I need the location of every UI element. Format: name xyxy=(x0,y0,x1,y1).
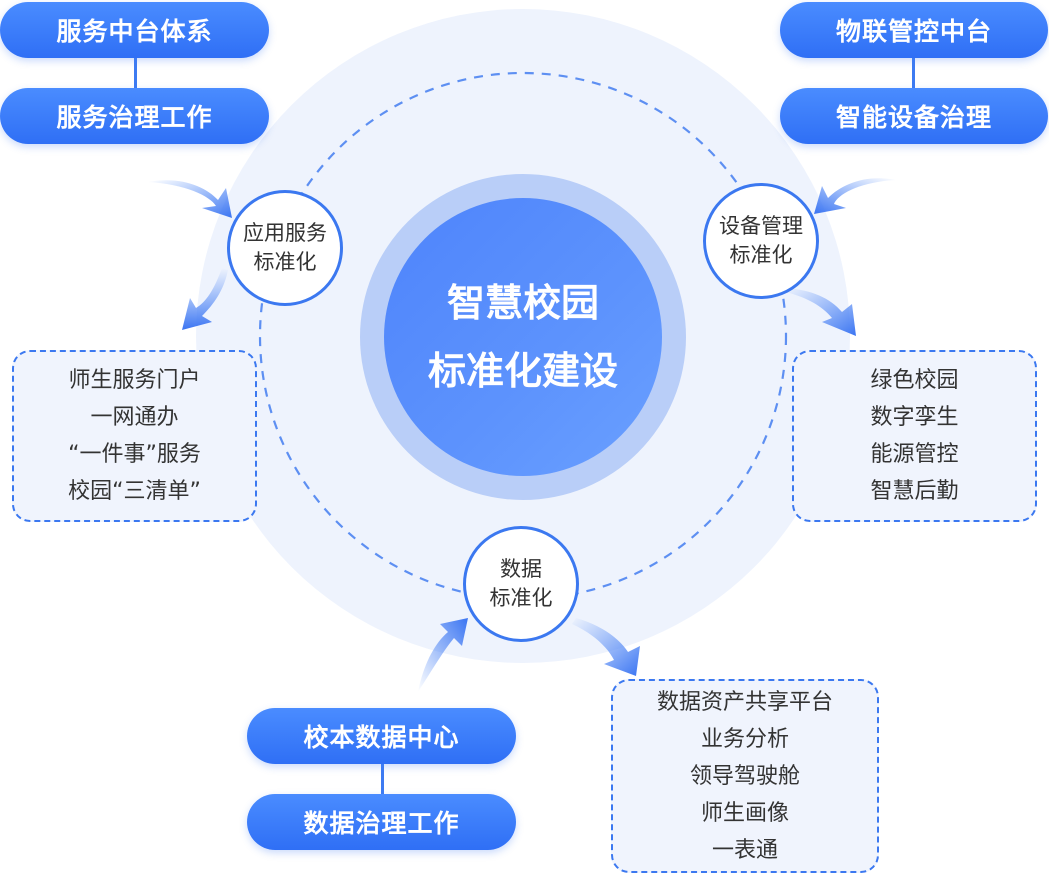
pill-connector xyxy=(381,764,384,794)
list-item: 领导驾驶舱 xyxy=(689,763,800,789)
node-label-line2: 标准化 xyxy=(253,250,317,274)
list-item: 绿色校园 xyxy=(870,368,959,393)
pill-school-data-center: 校本数据中心 xyxy=(247,708,516,764)
node-data-standardization: 数据 标准化 xyxy=(463,526,579,642)
list-item: 业务分析 xyxy=(700,726,789,752)
node-label-line2: 标准化 xyxy=(729,243,793,267)
pill-iot-control-platform: 物联管控中台 xyxy=(780,2,1048,58)
arrow-to-right-list xyxy=(786,288,856,336)
center-circle: 智慧校园 标准化建设 xyxy=(384,198,662,476)
list-item: 校园“三清单” xyxy=(68,479,201,504)
node-label-line1: 设备管理 xyxy=(719,214,803,238)
arrow-to-device-node xyxy=(814,178,896,214)
list-app-services: 师生服务门户 一网通办 “一件事”服务 校园“三清单” xyxy=(12,350,257,522)
node-device-management-standardization: 设备管理 标准化 xyxy=(703,183,819,299)
pill-smart-device-governance: 智能设备治理 xyxy=(780,88,1048,144)
pill-connector xyxy=(912,58,915,88)
arrow-to-left-list xyxy=(182,268,228,330)
arrow-to-bottom-list xyxy=(572,618,640,676)
list-item: “一件事”服务 xyxy=(68,442,201,467)
arrow-to-app-service xyxy=(148,180,232,218)
node-label-line1: 数据 xyxy=(500,557,542,581)
center-title-line2: 标准化建设 xyxy=(427,349,618,393)
arrow-to-data-node xyxy=(418,618,468,692)
list-item: 数据资产共享平台 xyxy=(656,689,833,715)
pill-connector xyxy=(134,58,137,88)
list-item: 数字孪生 xyxy=(870,405,959,430)
pill-service-governance: 服务治理工作 xyxy=(0,88,269,144)
node-label-line2: 标准化 xyxy=(489,586,553,610)
list-item: 能源管控 xyxy=(870,442,959,467)
node-label-line1: 应用服务 xyxy=(243,221,327,245)
pill-service-platform-system: 服务中台体系 xyxy=(0,2,269,58)
center-title-line1: 智慧校园 xyxy=(446,281,599,325)
list-item: 智慧后勤 xyxy=(870,479,959,504)
list-item: 师生画像 xyxy=(700,800,789,826)
node-app-service-standardization: 应用服务 标准化 xyxy=(227,190,343,306)
pill-data-governance: 数据治理工作 xyxy=(247,794,516,850)
list-item: 师生服务门户 xyxy=(68,368,201,393)
list-data-applications: 数据资产共享平台 业务分析 领导驾驶舱 师生画像 一表通 xyxy=(611,679,879,873)
list-item: 一表通 xyxy=(711,837,778,863)
list-item: 一网通办 xyxy=(90,405,179,430)
list-device-applications: 绿色校园 数字孪生 能源管控 智慧后勤 xyxy=(792,350,1037,522)
